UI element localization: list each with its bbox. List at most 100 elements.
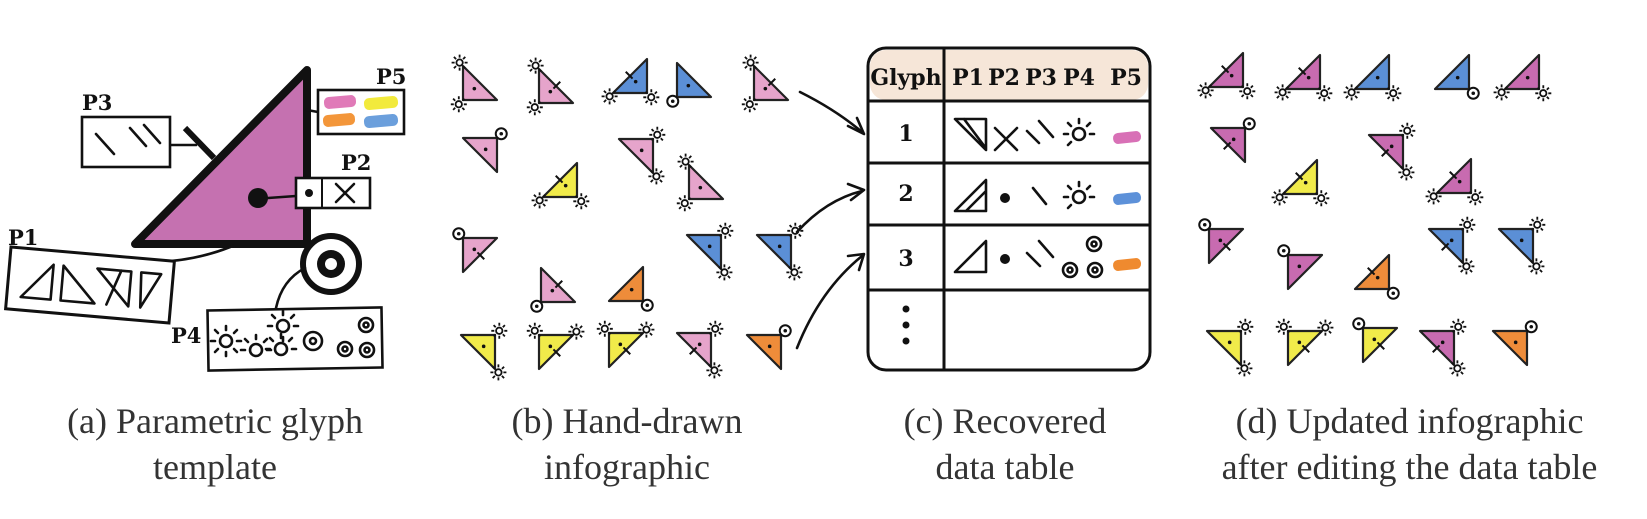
p1-triangle-options bbox=[19, 263, 163, 309]
panel-b-glyph-2 bbox=[526, 57, 575, 116]
panel-c-table: Glyph P1 P2 P3 P4 P5 1 2 3 bbox=[866, 46, 1152, 372]
header-p3: P3 bbox=[1025, 65, 1057, 91]
arrow-to-row-3-head bbox=[846, 252, 866, 272]
p5-swatch-pink bbox=[323, 95, 357, 109]
panel-b-glyph-7 bbox=[531, 161, 590, 210]
row-2-glyph-id: 2 bbox=[898, 181, 913, 207]
panel-d-glyph-8 bbox=[1367, 122, 1416, 181]
panel-d-glyph-9 bbox=[1425, 157, 1484, 206]
row-1-p1-shape bbox=[953, 117, 988, 152]
p3-label: P3 bbox=[82, 90, 112, 115]
row-1-p5-swatch bbox=[1113, 131, 1142, 144]
ellipsis-dot-2 bbox=[902, 321, 910, 329]
p5-connector bbox=[305, 108, 320, 114]
caption-a-line-1: (a) Parametric glyph bbox=[67, 401, 363, 441]
panel-b-glyph-14 bbox=[755, 222, 804, 281]
panel-b-glyph-12 bbox=[607, 265, 654, 312]
caption-c-line-2: data table bbox=[935, 447, 1075, 487]
caption-b-line-2: infographic bbox=[544, 447, 710, 487]
panel-b-glyph-11 bbox=[530, 266, 577, 313]
caption-a-line-2: template bbox=[153, 447, 277, 487]
panel-d-glyph-3 bbox=[1343, 53, 1402, 102]
panel-d-updated-infographic bbox=[1197, 51, 1552, 377]
panel-d-glyph-18 bbox=[1418, 318, 1467, 377]
header-p4: P4 bbox=[1063, 65, 1095, 91]
row-2-p3-mark bbox=[1031, 186, 1048, 206]
row-1-cells bbox=[953, 117, 1096, 152]
header-glyph: Glyph bbox=[870, 65, 941, 91]
row-3-cells bbox=[953, 235, 1104, 279]
p2-box-cross bbox=[334, 182, 356, 204]
panel-d-glyph-2 bbox=[1274, 53, 1333, 102]
panel-b-glyph-4 bbox=[666, 61, 713, 108]
p4-ring-core bbox=[325, 258, 337, 270]
p1-box bbox=[3, 245, 177, 325]
panel-b-glyph-15 bbox=[459, 322, 508, 381]
p2-connector bbox=[266, 194, 298, 200]
caption-d-line-1: (d) Updated infographic bbox=[1235, 401, 1584, 441]
panel-b-glyph-13 bbox=[685, 222, 734, 281]
p4-options bbox=[209, 309, 376, 359]
panel-b-glyph-16 bbox=[526, 322, 585, 371]
ellipsis-dot-1 bbox=[902, 305, 910, 313]
panel-d-glyph-17 bbox=[1352, 317, 1399, 364]
p5-swatch-blue bbox=[363, 113, 399, 129]
caption-c: (c) Recovered data table bbox=[880, 398, 1130, 490]
panel-b-infographic bbox=[450, 54, 804, 381]
panel-d-glyph-19 bbox=[1491, 320, 1538, 367]
row-3-p2-dot bbox=[1000, 254, 1010, 264]
row-2-p5-swatch bbox=[1113, 192, 1142, 205]
row-3-glyph-id: 3 bbox=[898, 246, 913, 272]
arrows-b-to-c bbox=[795, 90, 866, 350]
panel-b-glyph-5 bbox=[741, 54, 790, 113]
panel-d-glyph-4 bbox=[1433, 53, 1480, 100]
row-1-p2-cross bbox=[993, 126, 1019, 152]
panel-b-glyph-3 bbox=[601, 57, 660, 106]
panel-d-glyph-5 bbox=[1493, 53, 1552, 102]
row-1-glyph-id: 1 bbox=[898, 121, 913, 147]
panel-d-glyph-16 bbox=[1275, 318, 1334, 367]
p3-stroke-mark bbox=[182, 125, 217, 161]
panel-b-glyph-6 bbox=[461, 127, 508, 174]
panel-d-glyph-6 bbox=[1209, 117, 1256, 164]
row-2-p1-shape bbox=[953, 178, 988, 213]
panel-b-glyph-19 bbox=[745, 324, 792, 371]
caption-b: (b) Hand-drawn infographic bbox=[482, 398, 772, 490]
p3-box bbox=[80, 115, 172, 169]
p3-box-marks bbox=[94, 123, 162, 156]
arrow-to-row-1-head bbox=[846, 116, 866, 136]
arrow-to-row-2-head bbox=[846, 182, 866, 202]
panel-b-glyph-8 bbox=[617, 126, 666, 185]
panel-b-glyph-18 bbox=[675, 320, 724, 379]
panel-d-glyph-10 bbox=[1198, 218, 1245, 265]
p1-box-group bbox=[3, 245, 177, 325]
p4-box bbox=[206, 306, 384, 372]
arrow-to-row-3 bbox=[795, 254, 864, 350]
header-p1: P1 bbox=[952, 65, 984, 91]
row-2-p2-dot bbox=[1000, 193, 1010, 203]
p4-connector bbox=[274, 266, 307, 310]
header-p2: P2 bbox=[988, 65, 1020, 91]
row-3-p3-marks bbox=[1025, 239, 1055, 268]
panel-b-glyph-10 bbox=[452, 227, 499, 274]
caption-c-line-1: (c) Recovered bbox=[903, 401, 1107, 441]
panel-d-glyph-12 bbox=[1353, 253, 1400, 300]
p5-swatch-orange bbox=[322, 113, 356, 127]
p4-label: P4 bbox=[171, 323, 201, 348]
panel-d-glyph-7 bbox=[1271, 158, 1330, 207]
p5-label: P5 bbox=[376, 64, 406, 89]
caption-d-line-2: after editing the data table bbox=[1221, 447, 1598, 487]
panel-d-glyph-15 bbox=[1205, 318, 1254, 377]
row-2-cells bbox=[953, 178, 1096, 213]
p1-label: P1 bbox=[8, 225, 38, 250]
table-header-fill bbox=[870, 50, 1148, 100]
caption-a: (a) Parametric glyph template bbox=[40, 398, 390, 490]
header-p5: P5 bbox=[1110, 65, 1142, 91]
arrow-to-row-1 bbox=[798, 90, 864, 134]
panel-a-template: P3 P5 P2 P1 P4 bbox=[3, 64, 406, 372]
row-3-p1-shape bbox=[953, 239, 988, 274]
p5-swatch-yellow bbox=[363, 95, 399, 111]
p2-label: P2 bbox=[341, 150, 371, 175]
row-1-p3-marks bbox=[1025, 119, 1055, 145]
